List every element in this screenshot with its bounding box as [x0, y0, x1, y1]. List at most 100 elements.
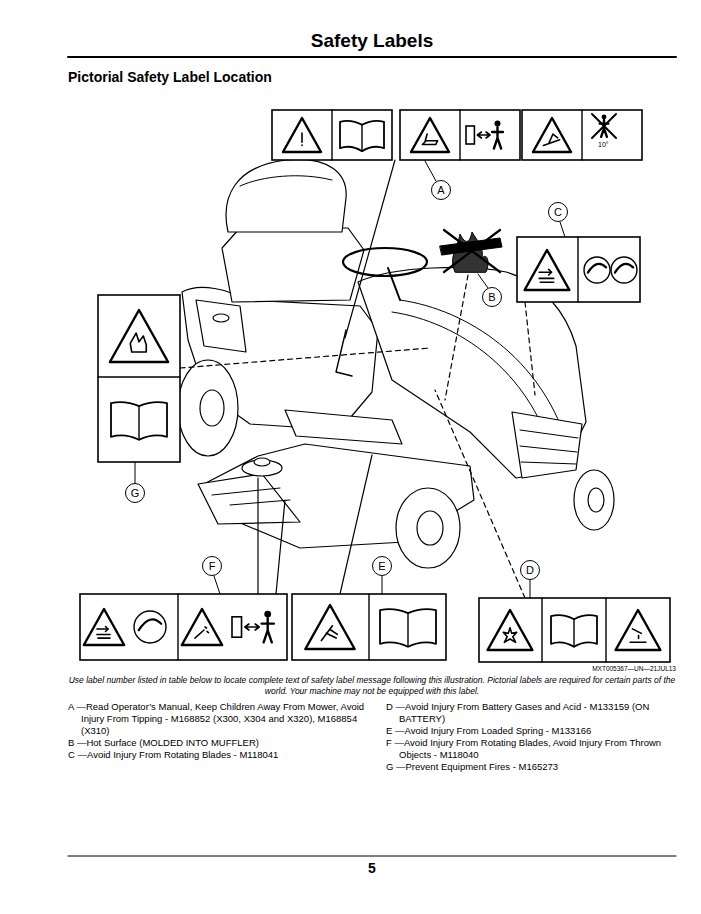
legend-item: B —Hot Surface (MOLDED INTO MUFFLER) — [68, 737, 378, 749]
double-arrow — [477, 132, 490, 138]
grille — [512, 412, 582, 478]
blade-icon — [584, 257, 610, 283]
label-divider — [177, 594, 178, 660]
chute-detail — [212, 488, 290, 505]
label-frame — [522, 110, 642, 160]
warning-triangle — [525, 250, 570, 290]
wheel-hub — [200, 390, 224, 426]
leader-line — [135, 462, 136, 483]
warning-triangle — [533, 118, 571, 152]
subtitle: Pictorial Safety Label Location — [68, 69, 272, 86]
book-spine — [573, 619, 574, 647]
wheel-hub — [588, 488, 604, 512]
rear-wheel — [178, 360, 238, 456]
warning-triangle — [488, 610, 533, 650]
callout-letter: A — [437, 185, 444, 196]
leader-line — [340, 455, 372, 594]
steering-column — [388, 268, 400, 300]
hazard-symbol — [98, 637, 110, 639]
footer-rule — [68, 856, 676, 857]
blade-icon — [615, 264, 633, 273]
warning-triangle — [411, 118, 449, 152]
hazard-symbol — [539, 278, 554, 280]
discharge-chute — [198, 474, 300, 524]
leader-line — [560, 222, 565, 237]
footrest — [285, 410, 402, 444]
front-wheel — [574, 470, 614, 530]
person-icon — [492, 127, 503, 148]
blade-icon — [588, 264, 606, 273]
warning-triangle — [84, 609, 124, 645]
blade-icon — [139, 619, 161, 630]
wheel-hub — [417, 511, 443, 545]
label-divider — [368, 594, 369, 660]
warning-triangle — [305, 605, 354, 649]
leader-lines — [135, 160, 565, 598]
label-frame — [400, 110, 520, 160]
hazard-symbol — [503, 628, 516, 643]
hazard-symbol — [97, 634, 110, 636]
leader-line — [445, 275, 468, 400]
hazard-symbol — [205, 627, 207, 628]
label-frame — [80, 594, 287, 660]
hazard-symbol — [632, 629, 641, 633]
leader-line — [530, 580, 531, 598]
blade-icon — [134, 611, 166, 643]
label-divider — [605, 598, 606, 662]
figure-id: MXT005367—UN—21JUL13 — [456, 665, 676, 673]
hot-surface-symbol — [440, 230, 502, 272]
callout-letter: C — [554, 207, 562, 218]
hazard-symbol — [330, 629, 337, 634]
page-number: 5 — [322, 860, 422, 877]
warning-triangle — [110, 310, 168, 362]
legend-item: D —Avoid Injury From Battery Gases and A… — [386, 701, 676, 725]
steering-wheel — [343, 248, 427, 276]
warning-triangle — [616, 610, 661, 650]
callout-letter: D — [526, 565, 534, 576]
blade-icon — [611, 257, 637, 283]
hazard-symbol — [638, 636, 640, 639]
warning-triangle — [283, 118, 321, 152]
book-icon — [340, 121, 384, 151]
cup-holder — [213, 314, 229, 322]
book-spine — [138, 406, 139, 440]
figure-note: Use label number listed in table below t… — [68, 675, 676, 697]
callout-letter: F — [209, 561, 216, 572]
legend-item: C —Avoid Injury From Rotating Blades - M… — [68, 749, 378, 761]
book-spine — [407, 613, 408, 647]
safety-label — [272, 110, 392, 160]
mower-illustration — [178, 159, 614, 568]
leader-line — [435, 390, 525, 598]
hazard-symbol — [630, 642, 646, 644]
side-console — [196, 300, 246, 352]
machine-icon — [232, 617, 242, 637]
callout-circle: D — [520, 560, 540, 580]
hazard-symbol — [549, 269, 552, 275]
seat-back — [226, 159, 346, 232]
hazard-symbol — [326, 633, 336, 638]
leader-line — [478, 274, 488, 288]
book-spine — [361, 125, 362, 151]
lift-lever — [336, 330, 352, 376]
callout-circle: C — [548, 202, 568, 222]
leader-line — [257, 478, 258, 594]
label-frame — [517, 237, 640, 302]
hazard-symbol — [130, 333, 146, 352]
hazard-symbol — [543, 140, 559, 146]
label-divider — [331, 110, 332, 160]
safety-label — [98, 295, 180, 462]
leader-line — [180, 348, 430, 368]
book-icon — [551, 615, 597, 647]
safety-label — [400, 110, 520, 160]
safety-label — [522, 110, 642, 160]
callout-letter: B — [488, 292, 495, 303]
leader-line — [276, 500, 285, 594]
label-frame — [479, 598, 670, 662]
label-frame — [98, 295, 180, 462]
safety-label — [479, 598, 670, 662]
label-frame — [292, 594, 446, 660]
double-arrow — [245, 624, 259, 630]
book-icon — [380, 609, 436, 647]
hazard-symbol — [422, 141, 437, 145]
